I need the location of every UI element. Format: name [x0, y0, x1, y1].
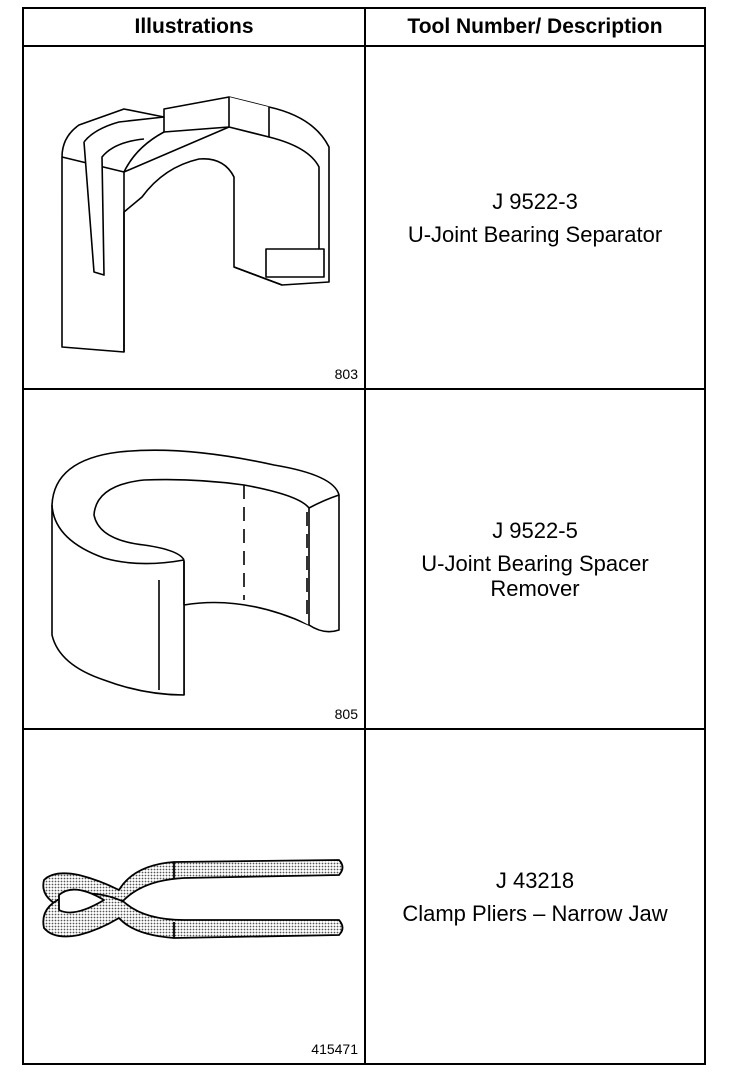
- description-cell-3: J 43218 Clamp Pliers – Narrow Jaw: [366, 730, 704, 1063]
- row-divider-1: [24, 388, 704, 390]
- tool-number: J 9522-3: [492, 188, 578, 214]
- description-cell-1: J 9522-3 U-Joint Bearing Separator: [366, 47, 704, 388]
- header-divider: [24, 45, 704, 47]
- header-tool-number-description: Tool Number/ Description: [407, 15, 663, 38]
- tool-description: U-Joint Bearing Separator: [407, 221, 663, 247]
- u-joint-bearing-spacer-remover-icon: [51, 449, 340, 696]
- figure-number: 415471: [311, 1041, 358, 1057]
- illustration-cell-3: 415471: [24, 730, 364, 1063]
- tool-number: J 43218: [495, 867, 575, 893]
- tool-description: U-Joint Bearing Spacer Remover: [421, 550, 649, 601]
- tool-number: J 9522-5: [492, 517, 578, 543]
- illustration-cell-1: 803: [24, 47, 364, 388]
- u-joint-bearing-separator-icon: [61, 96, 330, 353]
- column-divider: [364, 9, 366, 1063]
- tool-table: Illustrations Tool Number/ Description 8…: [22, 7, 706, 1065]
- illustration-cell-2: 805: [24, 390, 364, 728]
- row-divider-2: [24, 728, 704, 730]
- figure-number: 805: [334, 706, 358, 722]
- description-cell-2: J 9522-5 U-Joint Bearing Spacer Remover: [366, 390, 704, 728]
- figure-number: 803: [334, 366, 358, 382]
- tool-description: Clamp Pliers – Narrow Jaw: [402, 900, 668, 926]
- clamp-pliers-icon: [42, 859, 344, 939]
- header-illustrations: Illustrations: [134, 15, 254, 38]
